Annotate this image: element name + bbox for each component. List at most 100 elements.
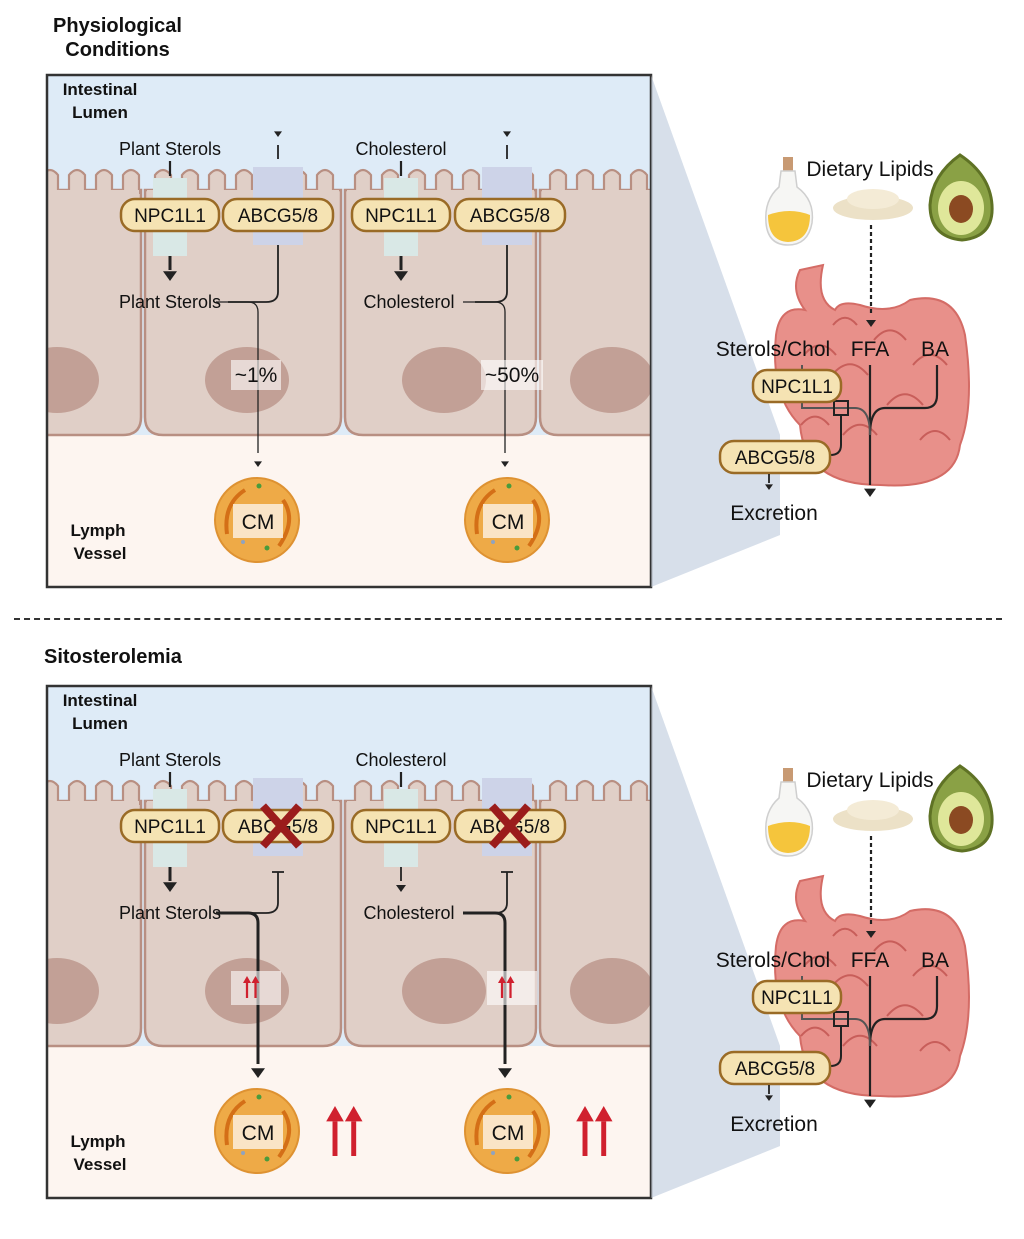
protein-dot-icon xyxy=(514,1156,520,1162)
dietary-arrow-icon xyxy=(866,931,876,938)
sterols-chol-label: Sterols/Chol xyxy=(716,949,830,972)
absorption-arrow-icon xyxy=(254,461,262,467)
protein-dot-icon xyxy=(256,483,262,489)
intestine-fold-icon xyxy=(919,1041,951,1052)
gut-npc1l1-transporter-shape xyxy=(751,368,843,404)
npc1l1-transporter-shape xyxy=(350,808,452,844)
microvillus xyxy=(234,168,254,194)
abcg58-transporter-shape xyxy=(453,197,567,233)
gut-npc1l1-transporter: NPC1L1 xyxy=(751,368,843,404)
intracellular-sterol-label: Plant Sterols xyxy=(119,292,221,312)
nucleus xyxy=(402,958,486,1024)
microvillus xyxy=(94,168,114,194)
npc1l1-transporter-label: NPC1L1 xyxy=(365,206,437,227)
ba-label: BA xyxy=(921,338,949,361)
excretion-label: Excretion xyxy=(730,1113,818,1136)
oil-cork-icon xyxy=(783,157,793,171)
microvillus xyxy=(629,779,649,805)
into-cell-arrow-icon xyxy=(163,271,177,281)
gut-abcg58-transporter-shape xyxy=(718,1050,832,1086)
protein-dot-icon xyxy=(264,545,270,551)
intestine-fold-icon xyxy=(919,430,951,441)
up-arrow-icon xyxy=(594,1106,613,1122)
npc1l1-transporter-label: NPC1L1 xyxy=(365,817,437,838)
title-line-2: Conditions xyxy=(65,39,170,61)
panel-title-sitosterolemia: Sitosterolemia xyxy=(44,645,182,669)
elevated-chylomicron-icon xyxy=(576,1106,613,1156)
increased-absorption-icon xyxy=(243,976,260,998)
microvillus xyxy=(602,168,622,194)
microvillus xyxy=(47,779,60,805)
ba-label: BA xyxy=(921,949,949,972)
npc1l1-transporter: NPC1L1 xyxy=(119,197,221,233)
intestine-fold-icon xyxy=(803,344,837,356)
into-cell-arrow-icon xyxy=(394,271,408,281)
protein-dot-icon xyxy=(241,540,245,544)
dietary-lipids-label: Dietary Lipids xyxy=(806,769,933,792)
absorption-path xyxy=(463,911,507,1064)
npc1l1-transporter-label: NPC1L1 xyxy=(134,206,206,227)
cm-label: CM xyxy=(492,1122,525,1145)
cm-label: CM xyxy=(242,1122,275,1145)
excretion-arrow-icon xyxy=(765,1095,773,1101)
cm-label-bg xyxy=(233,504,283,538)
absorption-path xyxy=(463,301,506,453)
lymph-vessel-region xyxy=(47,1046,651,1198)
protein-dot-icon xyxy=(491,1151,495,1155)
vessel-label-line1: Lymph xyxy=(70,521,125,540)
microvillus xyxy=(207,779,227,805)
apolipoprotein-icon xyxy=(527,1109,541,1159)
up-arrow-icon xyxy=(506,976,515,983)
gut-abcg58-transporter-label: ABCG5/8 xyxy=(735,448,815,469)
npc1l1-transporter-shape xyxy=(119,197,221,233)
apolipoprotein-icon xyxy=(474,488,497,535)
intestine-fold-icon xyxy=(832,927,858,937)
elevated-chylomicron-icon xyxy=(326,1106,363,1156)
microvillus xyxy=(315,168,335,194)
intestine-fold-icon xyxy=(842,1034,878,1047)
downstream-arrow-icon xyxy=(864,488,876,497)
ba-flow-line xyxy=(868,976,939,1047)
lymph-vessel-region xyxy=(47,435,651,587)
efflux-arrow-icon xyxy=(503,131,511,137)
absorption-label-bg xyxy=(231,360,281,390)
absorption-path xyxy=(216,911,260,1064)
sterol-flow-line xyxy=(801,365,871,436)
oil-cork-icon xyxy=(783,768,793,782)
efflux-arrow-icon xyxy=(274,131,282,137)
intestine-fold-icon xyxy=(886,393,924,406)
apolipoprotein-icon xyxy=(224,1099,247,1146)
microvillus xyxy=(121,168,141,194)
abcg58-transporter-label: ABCG5/8 xyxy=(238,206,318,227)
microvillus xyxy=(94,779,114,805)
efflux-path xyxy=(228,245,279,303)
microvillus xyxy=(629,168,649,194)
dietary-lipids-label: Dietary Lipids xyxy=(806,158,933,181)
nucleus xyxy=(47,958,99,1024)
intestine-fold-icon xyxy=(842,423,878,436)
abcg58-transporter: ABCG5/8 xyxy=(221,197,335,233)
protein-dot-icon xyxy=(491,540,495,544)
gut-npc1l1-transporter-label: NPC1L1 xyxy=(761,988,833,1009)
epithelial-cell xyxy=(143,799,343,1048)
protein-dot-icon xyxy=(514,545,520,551)
gut-npc1l1-transporter: NPC1L1 xyxy=(751,979,843,1015)
nucleus xyxy=(570,347,651,413)
title-line-1: Sitosterolemia xyxy=(44,646,182,668)
nucleus xyxy=(47,347,99,413)
panel-border xyxy=(45,684,653,1200)
cm-label: CM xyxy=(492,511,525,534)
microvillus xyxy=(315,779,335,805)
oil-liquid-icon xyxy=(768,211,810,242)
up-arrow-icon xyxy=(576,1106,594,1122)
increased-absorption-icon xyxy=(498,976,515,998)
abcg58-transporter-label: ABCG5/8 xyxy=(470,206,550,227)
npc1l1-transporter: NPC1L1 xyxy=(350,808,452,844)
title-line-1: Physiological xyxy=(53,15,182,37)
downstream-arrow-icon xyxy=(864,1099,876,1108)
sterols-chol-label: Sterols/Chol xyxy=(716,338,830,361)
lumen-sterol-label: Cholesterol xyxy=(355,139,446,159)
